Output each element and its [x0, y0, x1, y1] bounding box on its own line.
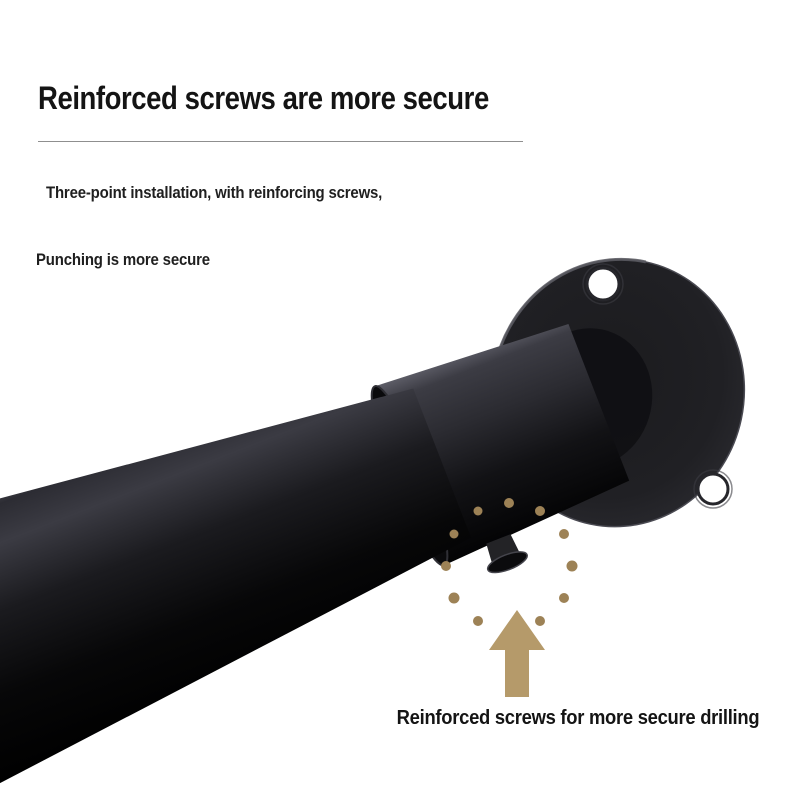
flange-rim-highlight — [493, 257, 647, 368]
flange-screw-hole-top-bevel — [582, 263, 624, 305]
set-screw — [486, 534, 528, 574]
title-underline — [38, 141, 523, 142]
highlight-dots-icon — [441, 498, 578, 626]
rod-and-socket — [0, 324, 630, 798]
flange-screw-hole-top — [585, 266, 621, 302]
page-title: Reinforced screws are more secure — [38, 80, 489, 116]
subtitle-line-2: Punching is more secure — [36, 250, 210, 269]
flange-screw-hole-right — [696, 472, 730, 506]
bottom-caption: Reinforced screws for more secure drilli… — [396, 707, 760, 729]
flange-screw-hole-right-bevel — [693, 469, 733, 509]
rod-tube — [0, 388, 472, 798]
subtitle-line-1: Three-point installation, with reinforci… — [46, 183, 383, 202]
up-arrow-icon — [489, 610, 545, 697]
